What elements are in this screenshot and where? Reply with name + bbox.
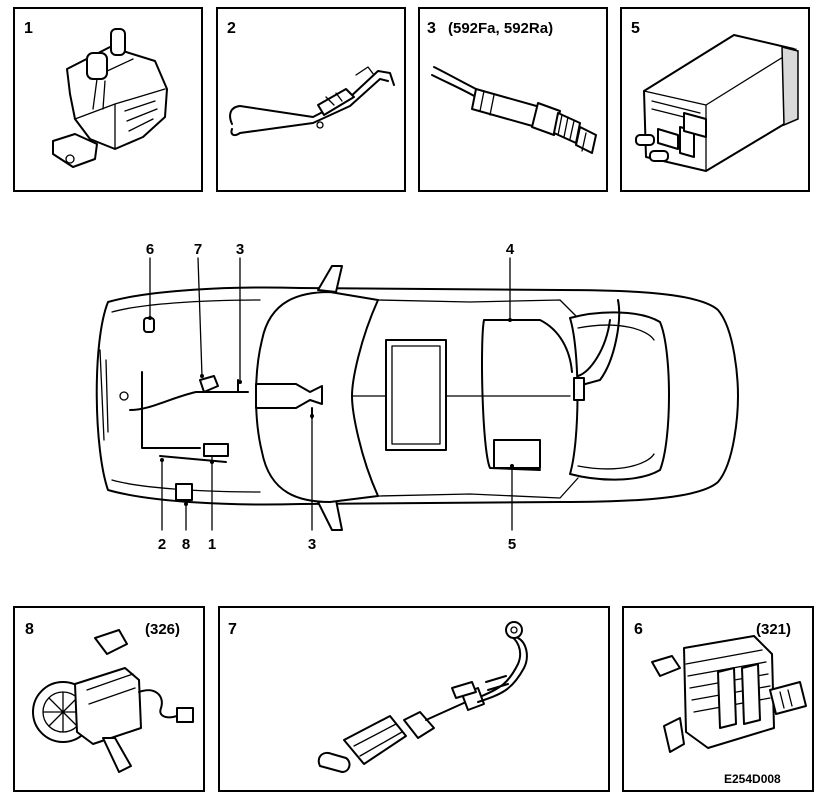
component-panel-7: 7: [218, 606, 610, 792]
panel-number: 7: [228, 621, 237, 638]
panel-number: 1: [24, 20, 33, 37]
callout-6-top: 6: [145, 241, 155, 258]
charcoal-canister-illustration: [635, 34, 799, 172]
callout-2-bottom: 2: [157, 536, 167, 553]
component-panel-5: 5: [620, 7, 810, 192]
purge-valve-illustration: [651, 635, 807, 753]
panel-number: 3: [427, 20, 436, 37]
figure-code: E254D008: [724, 772, 781, 786]
panel-number: 6: [634, 621, 643, 638]
callout-3-top: 3: [235, 241, 245, 258]
panel-number: 5: [631, 20, 640, 37]
air-pipe-illustration: [229, 66, 395, 137]
component-panel-2: 2: [216, 7, 406, 192]
panel-number: 2: [227, 20, 236, 37]
callout-4-top: 4: [505, 241, 515, 258]
callout-1-bottom: 1: [207, 536, 217, 553]
component-panel-3: 3 (592Fa, 592Ra): [418, 7, 608, 192]
callout-5-bottom: 5: [507, 536, 517, 553]
panel-subtitle: (326): [145, 621, 181, 638]
callout-3-bottom: 3: [307, 536, 317, 553]
secondary-air-valve-illustration: [52, 28, 168, 168]
secondary-air-pump-illustration: [32, 629, 194, 773]
panel-number: 8: [25, 621, 34, 638]
panel-subtitle: (321): [756, 621, 792, 638]
callout-7-top: 7: [193, 241, 203, 258]
component-panel-1: 1: [13, 7, 203, 192]
egr-pipe-illustration: [317, 621, 528, 773]
component-panel-6: 6 (321) E254D008: [622, 606, 814, 792]
oxygen-sensor-illustration: [431, 66, 597, 154]
callout-8-bottom: 8: [181, 536, 191, 553]
panel-subtitle: (592Fa, 592Ra): [448, 20, 554, 37]
component-panel-8: 8 (326): [13, 606, 205, 792]
